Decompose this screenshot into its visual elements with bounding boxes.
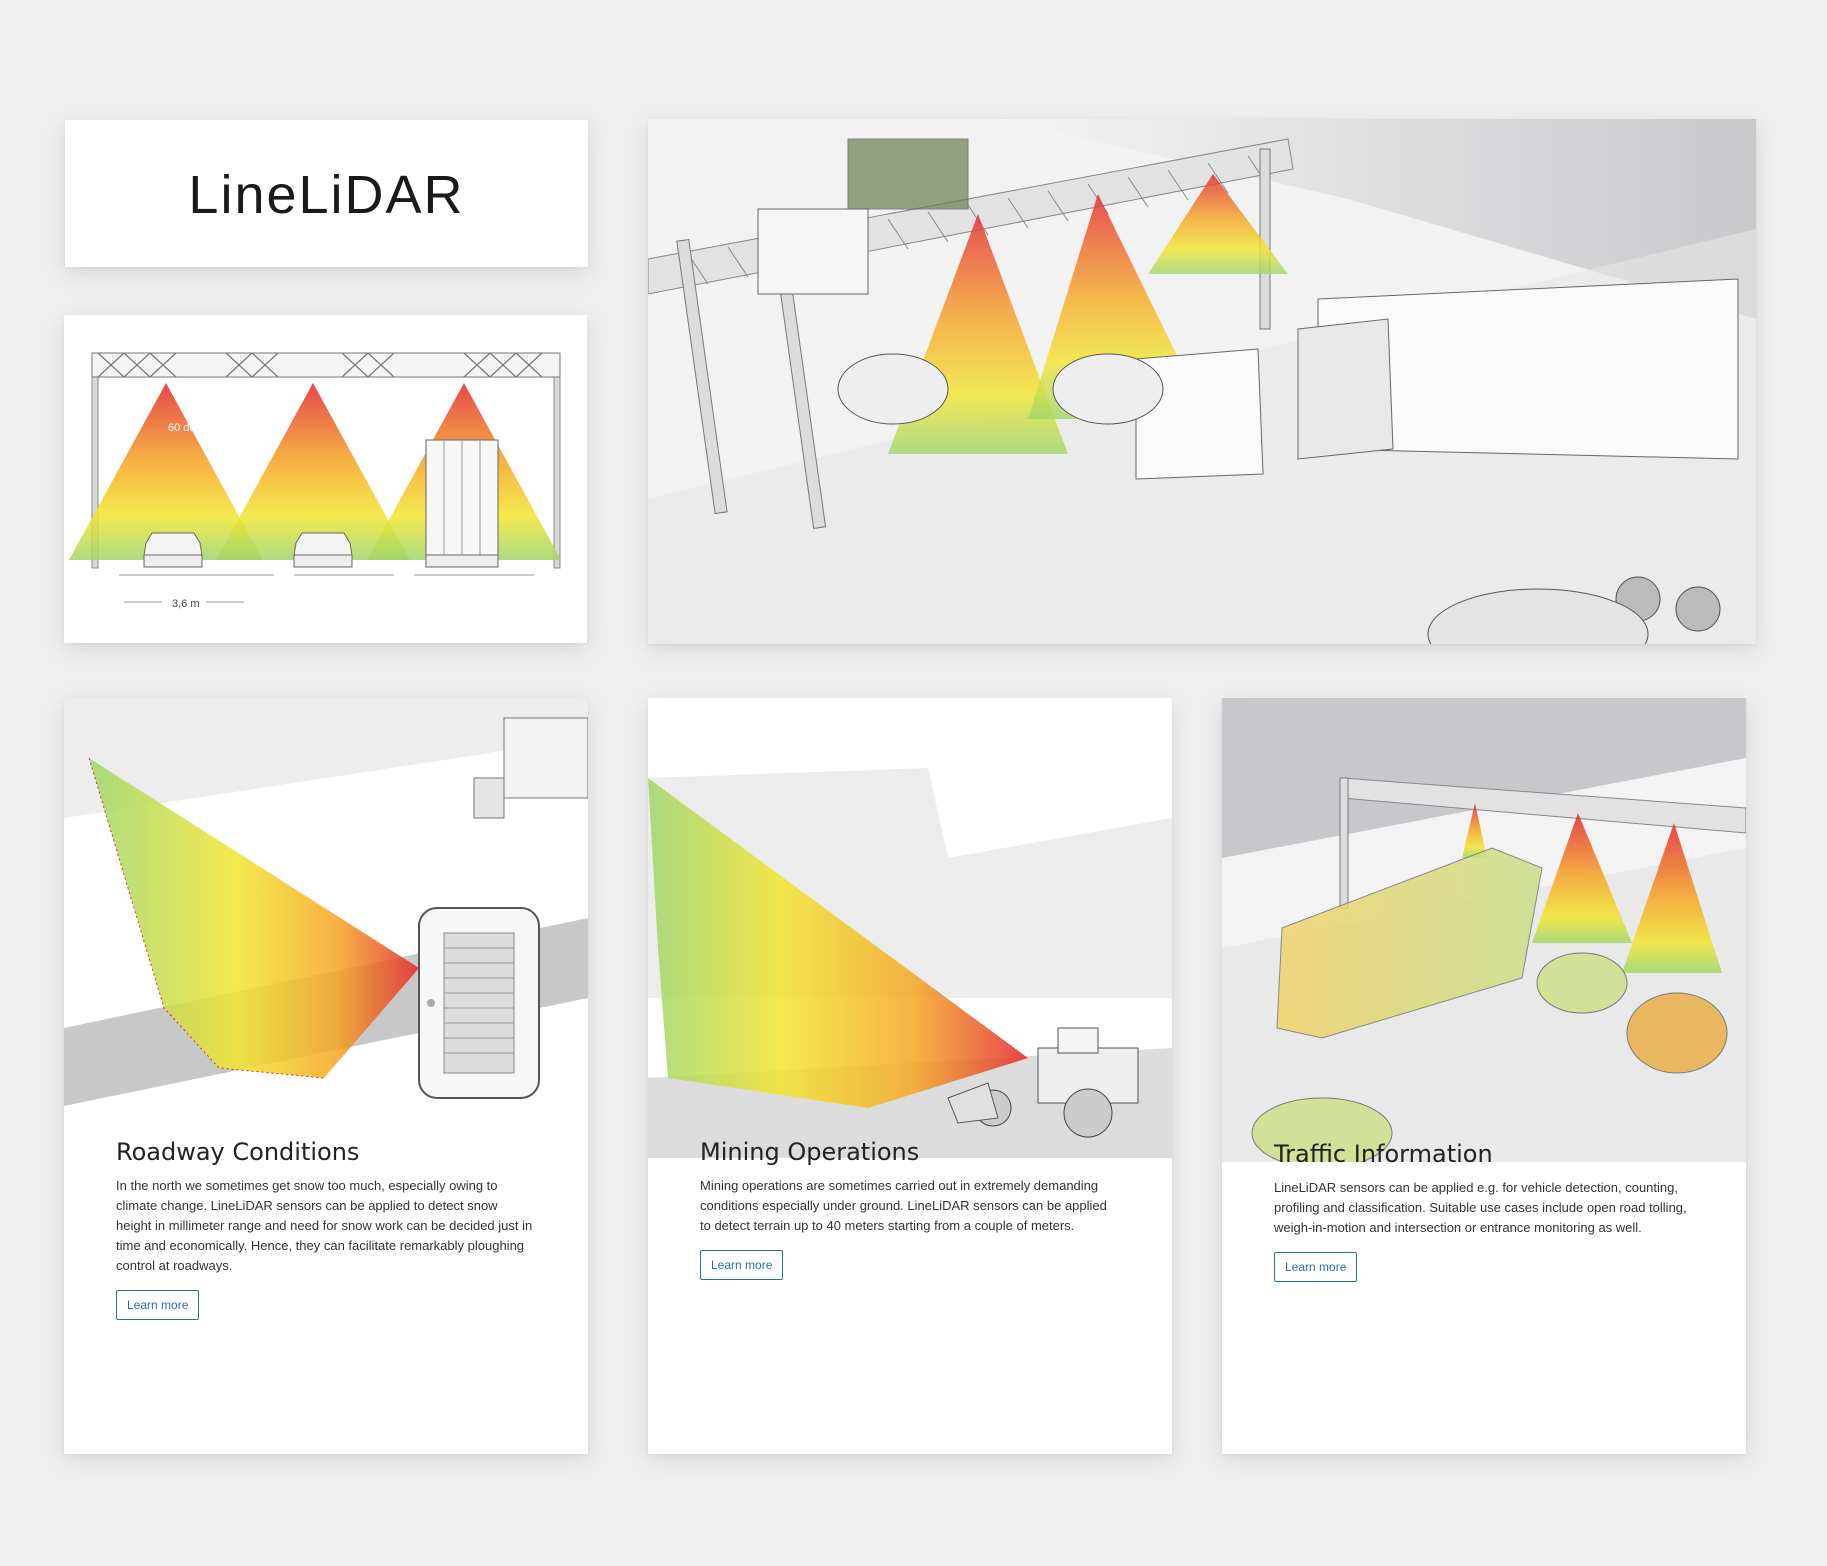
sensor-beam	[216, 383, 410, 560]
sensor-beam	[1462, 803, 1487, 858]
card-title: Mining Operations	[700, 1138, 920, 1166]
gantry	[1339, 777, 1746, 909]
gantry-diagram: 60 deg 3,6 m	[69, 352, 561, 610]
linelidar-logo: LineLiDAR	[188, 165, 465, 225]
box-truck-icon	[1135, 348, 1264, 480]
car-icon	[1536, 952, 1628, 1014]
logo-card: LineLiDAR	[65, 120, 588, 267]
bus-icon	[1276, 847, 1543, 1039]
car-icon	[1052, 353, 1164, 425]
sensor-beam	[1622, 823, 1722, 973]
lidar-sensor-icon	[418, 907, 540, 1099]
rock-backdrop	[998, 119, 1756, 319]
gantry-diagram-card: 60 deg 3,6 m	[64, 315, 587, 643]
car-icon	[837, 353, 949, 425]
snowy-hill	[64, 698, 588, 818]
angle-label: 60 deg	[168, 422, 202, 434]
plough-truck-icon	[473, 717, 588, 819]
traffic-illustration	[1222, 698, 1746, 1162]
car-icon	[1626, 992, 1728, 1074]
sensor-beam	[1148, 174, 1288, 274]
hero-illustration	[648, 119, 1756, 644]
card-description: In the north we sometimes get snow too m…	[116, 1178, 533, 1273]
sensor-beam	[648, 778, 1028, 1108]
learn-more-button[interactable]: Learn more	[1274, 1252, 1358, 1282]
truck-icon	[757, 138, 969, 295]
card-description: Mining operations are sometimes carried …	[700, 1178, 1107, 1233]
hero-illustration-card	[648, 119, 1756, 644]
lane-width-label: 3,6 m	[172, 598, 200, 610]
mining-operations-card: Mining Operations Mining operations are …	[648, 698, 1172, 1454]
sensor-beam	[69, 383, 263, 560]
traffic-information-card: Traffic Information LineLiDAR sensors ca…	[1222, 698, 1746, 1454]
truck-icon	[1297, 278, 1739, 632]
car-icon	[293, 532, 353, 568]
mining-illustration	[648, 698, 1172, 1158]
car-icon	[1251, 1097, 1393, 1162]
roadway-illustration	[64, 698, 588, 1106]
roadway-conditions-card: Roadway Conditions In the north we somet…	[64, 698, 588, 1454]
car-icon	[1427, 588, 1649, 644]
sensor-beam	[89, 758, 419, 1078]
learn-more-button[interactable]: Learn more	[116, 1290, 200, 1320]
truck-icon	[425, 439, 499, 568]
wheel-loader-icon	[947, 1027, 1139, 1138]
rock-backdrop	[1222, 698, 1746, 858]
learn-more-button[interactable]: Learn more	[700, 1250, 784, 1280]
card-title: Roadway Conditions	[116, 1138, 360, 1166]
sensor-beam	[1532, 813, 1632, 943]
car-icon	[143, 532, 203, 568]
card-description: LineLiDAR sensors can be applied e.g. fo…	[1274, 1180, 1687, 1235]
card-title: Traffic Information	[1274, 1140, 1493, 1168]
